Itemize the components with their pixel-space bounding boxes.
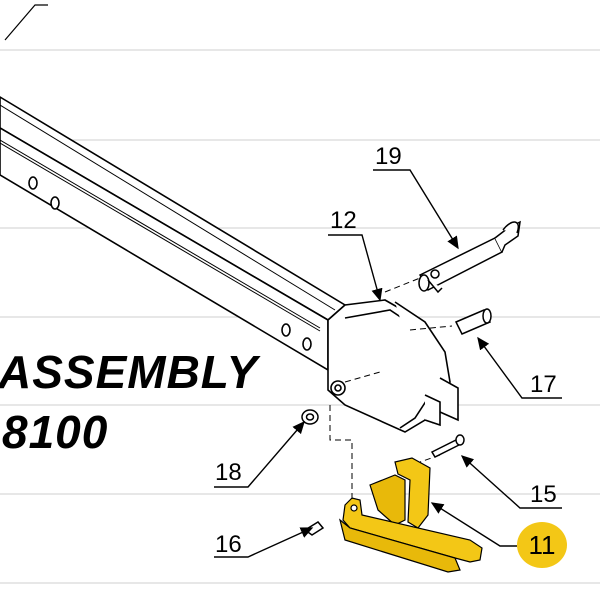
callout-12: 12 xyxy=(330,207,357,234)
bolt-15 xyxy=(430,434,465,458)
assembly-number: 8100 xyxy=(2,406,109,458)
top-leader xyxy=(4,4,48,41)
clip-16 xyxy=(303,521,325,536)
bushing-17 xyxy=(454,308,492,335)
assembly-title: ASSEMBLY xyxy=(0,346,259,398)
end-bracket xyxy=(327,299,459,433)
beam xyxy=(0,96,347,372)
callout-18: 18 xyxy=(215,459,242,486)
callout-17: 17 xyxy=(530,371,557,398)
callout-11-highlight: 11 xyxy=(517,522,567,568)
yellow-bracket-11 xyxy=(338,457,483,573)
alignment-lines xyxy=(329,277,453,500)
nut-18 xyxy=(301,409,319,425)
callout-16: 16 xyxy=(215,531,242,558)
pin-19 xyxy=(418,220,521,294)
callout-15: 15 xyxy=(530,481,557,508)
callout-19: 19 xyxy=(375,143,402,170)
leader-lines xyxy=(214,169,562,558)
